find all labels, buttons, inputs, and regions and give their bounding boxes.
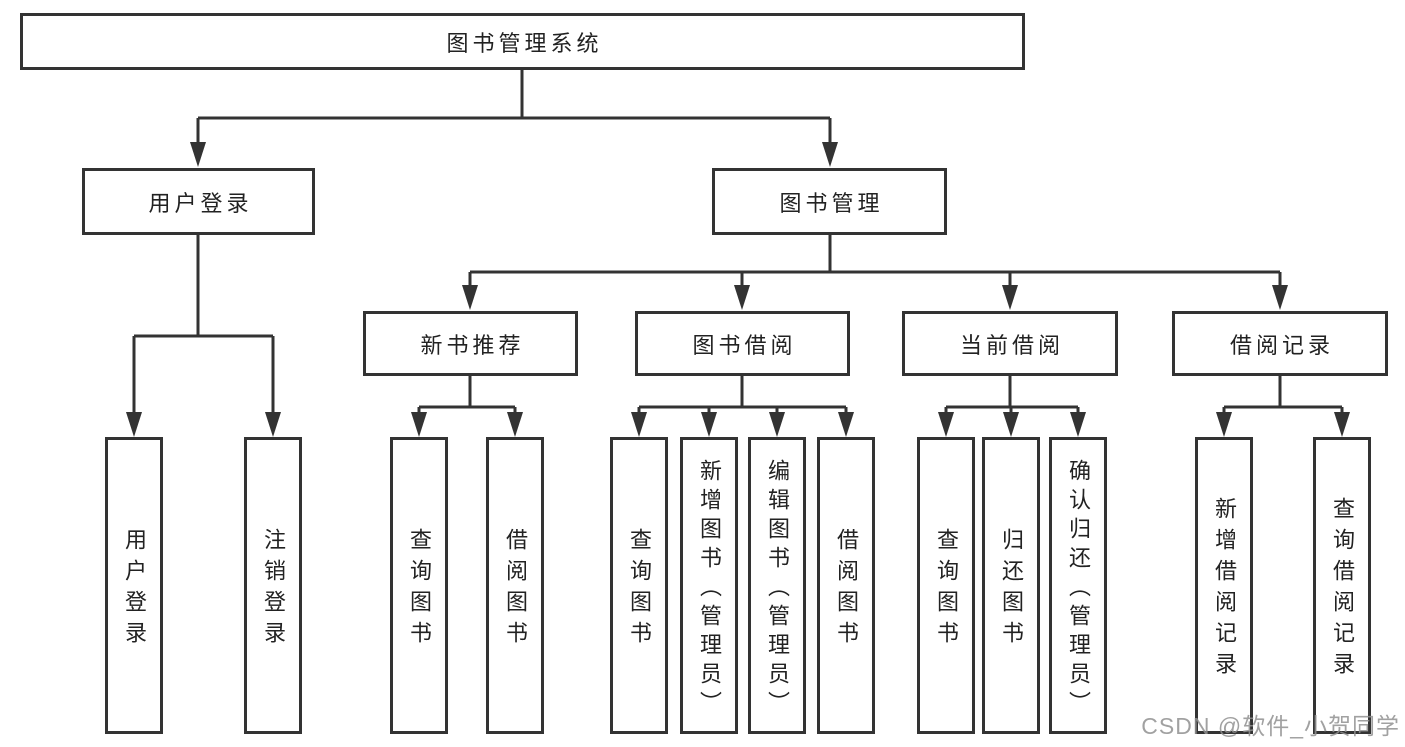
arrowhead-icon — [1070, 412, 1086, 437]
arrowhead-icon — [1272, 285, 1288, 310]
leaf-user-login: 用户登录 — [105, 437, 163, 734]
node-new-book-recommend: 新书推荐 — [363, 311, 578, 376]
leaf-recommend-query-books: 查询图书 — [390, 437, 448, 734]
leaf-borrow-borrow-books: 借阅图书 — [817, 437, 875, 734]
arrowhead-icon — [769, 412, 785, 437]
arrowhead-icon — [507, 412, 523, 437]
leaf-logout: 注销登录 — [244, 437, 302, 734]
node-book-borrow: 图书借阅 — [635, 311, 850, 376]
arrowhead-icon — [1002, 285, 1018, 310]
leaf-current-return-books: 归还图书 — [982, 437, 1040, 734]
connector-new-book-recommend — [417, 376, 517, 432]
arrowhead-icon — [462, 285, 478, 310]
connector-root — [196, 70, 832, 160]
leaf-borrow-add-books-admin: 新增图书（管理员） — [680, 437, 738, 734]
arrowhead-icon — [1334, 412, 1350, 437]
arrowhead-icon — [938, 412, 954, 437]
leaf-current-query-books: 查询图书 — [917, 437, 975, 734]
node-borrow-records: 借阅记录 — [1172, 311, 1388, 376]
arrowhead-icon — [1216, 412, 1232, 437]
arrowhead-icon — [631, 412, 647, 437]
arrowhead-icon — [734, 285, 750, 310]
arrowhead-icon — [1003, 412, 1019, 437]
watermark: CSDN @软件_小贺同学 — [1141, 713, 1400, 739]
connector-book-borrow — [637, 376, 848, 432]
leaf-records-query-record: 查询借阅记录 — [1313, 437, 1371, 734]
node-user-login: 用户登录 — [82, 168, 315, 235]
arrowhead-icon — [838, 412, 854, 437]
leaf-recommend-borrow-books: 借阅图书 — [486, 437, 544, 734]
leaf-records-add-record: 新增借阅记录 — [1195, 437, 1253, 734]
arrowhead-icon — [126, 412, 142, 437]
arrowhead-icon — [190, 142, 206, 167]
node-book-management: 图书管理 — [712, 168, 947, 235]
connector-user-login — [132, 235, 275, 432]
node-root: 图书管理系统 — [20, 13, 1025, 70]
connector-borrow-records — [1222, 376, 1344, 432]
leaf-current-confirm-return-admin: 确认归还（管理员） — [1049, 437, 1107, 734]
leaf-borrow-query-books: 查询图书 — [610, 437, 668, 734]
arrowhead-icon — [822, 142, 838, 167]
arrowhead-icon — [265, 412, 281, 437]
arrowhead-icon — [701, 412, 717, 437]
arrowhead-icons — [126, 142, 1350, 437]
arrowhead-icon — [411, 412, 427, 437]
leaf-borrow-edit-books-admin: 编辑图书（管理员） — [748, 437, 806, 734]
connector-book-management — [468, 235, 1282, 305]
node-current-borrow: 当前借阅 — [902, 311, 1118, 376]
